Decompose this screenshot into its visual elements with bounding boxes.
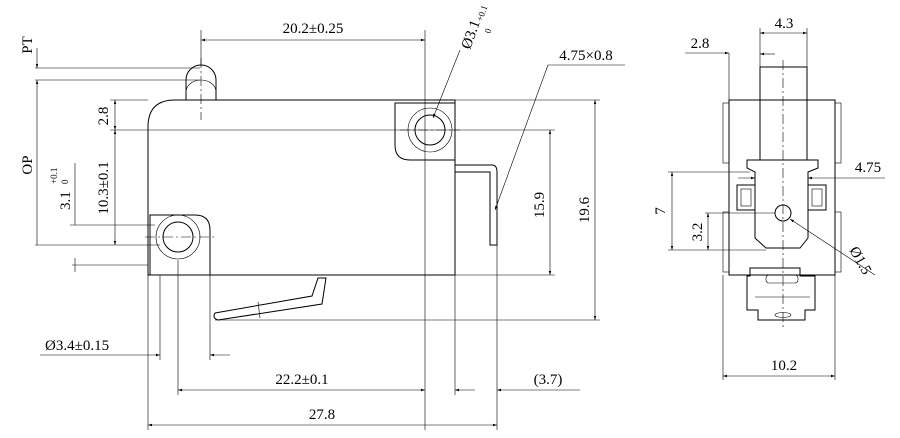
dim-pt: PT (20, 36, 36, 54)
end-actuator (746, 159, 819, 249)
side-view: 20.2±0.25 PT OP 2.8 10.3±0.1 3.1 +0.1 0 … (20, 4, 625, 430)
lever (213, 277, 327, 321)
dim-offset-3-1-tol-lower: 0 (60, 179, 70, 184)
end-view: 4.3 2.8 4.75 7 3.2 Ø1.5 10.2 (653, 16, 885, 380)
dim-height-7: 7 (653, 207, 669, 215)
dim-terminal-3-7: (3.7) (534, 372, 563, 388)
end-plunger (759, 66, 808, 161)
dim-height-15-9: 15.9 (532, 192, 548, 218)
mount-hole-top (394, 102, 460, 161)
dim-width-top: 20.2±0.25 (283, 21, 344, 37)
mount-hole-bottom (145, 214, 215, 276)
dim-height-10-3: 10.3±0.1 (96, 161, 112, 214)
end-connector (746, 267, 816, 321)
dim-width-10-2: 10.2 (771, 358, 797, 374)
dim-op: OP (20, 155, 36, 174)
dim-offset-3-1: 3.1 (58, 191, 74, 210)
dim-offset-3-1-tol-upper: +0.1 (49, 168, 59, 184)
dim-hole-top-tol-upper: +0.1 (474, 4, 489, 23)
dim-offset-2-8-end: 2.8 (691, 36, 710, 52)
dim-hole-top: Ø3.1 (459, 18, 484, 51)
dim-terminal-4-75: 4.75 (855, 160, 881, 176)
dim-hole-1-5: Ø1.5 (846, 244, 875, 278)
dim-terminal: 4.75×0.8 (559, 48, 612, 64)
terminal (455, 164, 498, 246)
dim-height-19-6: 19.6 (577, 196, 593, 223)
dim-hole-bottom: Ø3.4±0.15 (45, 338, 109, 354)
dim-plunger-4-3: 4.3 (775, 16, 794, 32)
dim-length-27-8: 27.8 (309, 407, 335, 423)
dim-hole-top-tol-lower: 0 (482, 27, 493, 35)
switch-body (147, 99, 456, 276)
dim-offset-2-8: 2.8 (96, 107, 112, 126)
end-body (728, 99, 836, 276)
dim-height-3-2: 3.2 (690, 223, 706, 242)
dim-pitch-22-2: 22.2±0.1 (275, 372, 328, 388)
